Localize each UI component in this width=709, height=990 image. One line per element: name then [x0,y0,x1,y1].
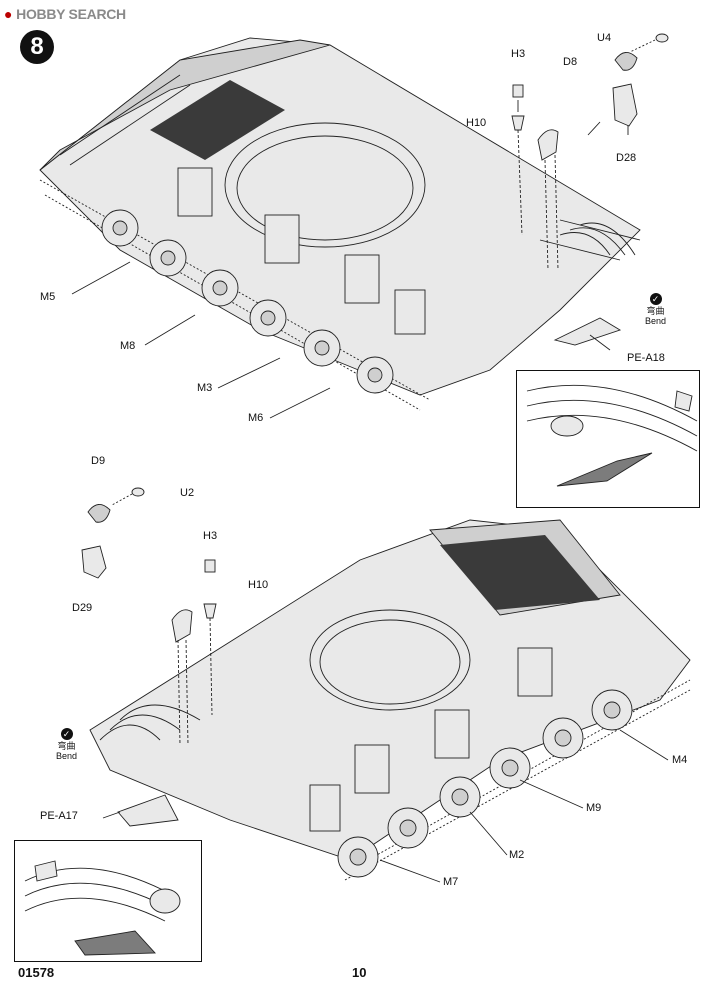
label-h10-top: H10 [466,117,487,129]
label-m8: M8 [120,340,136,352]
detail-inset-bottom-drawing [24,860,181,956]
label-d28: D28 [616,152,637,164]
bend-cn-bottom: 弯曲 [57,741,76,751]
label-m5: M5 [40,291,56,303]
bend-en-bottom: Bend [56,750,78,761]
bend-note-top: ✓ 弯曲 Bend [645,293,666,327]
page-number: 10 [352,965,367,980]
bend-note-bottom: ✓ 弯曲 Bend [56,728,77,762]
label-pe-a18: PE-A18 [627,352,665,364]
label-m4: M4 [672,754,688,766]
detail-inset-bottom [14,840,202,962]
bend-en-top: Bend [645,315,667,326]
label-pe-a17: PE-A17 [40,810,78,822]
bend-icon: ✓ [649,293,662,305]
label-m3: M3 [197,382,213,394]
detail-inset-top [516,370,700,508]
label-m2: M2 [509,849,525,861]
label-m6: M6 [248,412,264,424]
label-d9: D9 [91,455,106,467]
label-h10-bottom: H10 [248,579,269,591]
label-d29: D29 [72,602,93,614]
step-number: 8 [30,33,44,60]
bend-cn-top: 弯曲 [646,306,665,316]
label-u2: U2 [180,487,195,499]
label-d8: D8 [563,56,578,68]
bend-icon: ✓ [60,728,73,740]
label-h3-top: H3 [511,48,526,60]
hobby-search-watermark: ● HOBBY SEARCH [4,6,126,22]
label-u4: U4 [597,32,612,44]
label-m7: M7 [443,876,459,888]
kit-number: 01578 [18,965,55,980]
detail-inset-top-drawing [526,384,698,487]
label-m9: M9 [586,802,602,814]
watermark-logo-icon: ● [4,6,13,22]
watermark-text: HOBBY SEARCH [16,6,126,22]
step-number-badge: 8 [20,30,54,64]
label-h3-bottom: H3 [203,530,218,542]
